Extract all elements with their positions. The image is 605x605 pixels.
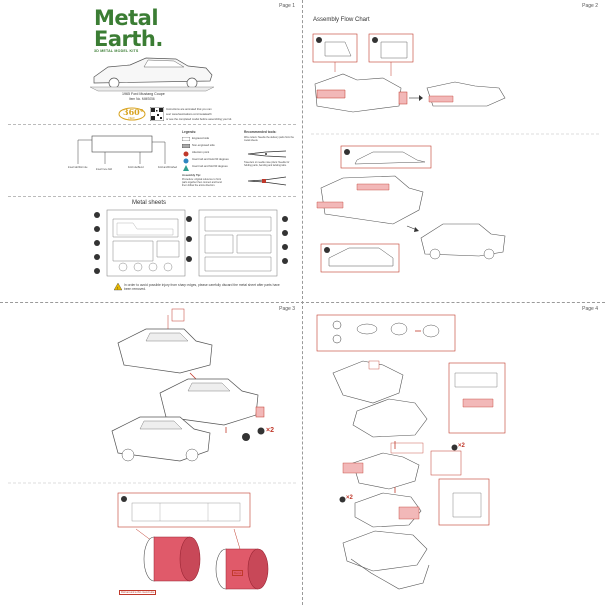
page-divider-horizontal — [0, 302, 605, 303]
wire-cutters-icon — [247, 150, 287, 158]
qr-code-icon[interactable] — [150, 107, 164, 121]
page-number: Page 1 — [279, 3, 295, 9]
step-badge-icon — [339, 496, 346, 503]
legend-item: Insert tab and fold 90 degrees — [192, 165, 228, 168]
cover-car-illustration — [89, 57, 215, 92]
bend-label: Bend — [232, 570, 244, 576]
page-1: Page 1 Metal Earth. 3D METAL MODEL KITS … — [0, 0, 302, 302]
qr-text-2: see! www.fascinations.com/metalearth — [166, 113, 212, 116]
diagram-label-2: Insert here fold — [96, 168, 112, 171]
brand-logo-line1: Metal — [94, 6, 159, 30]
engraved-side-icon — [182, 137, 190, 141]
legend-item: Non-engraved side — [192, 144, 215, 147]
page-number: Page 4 — [582, 306, 598, 312]
page-2: Page 2 Assembly Flow Chart — [303, 0, 605, 302]
view-360-badge: 360° VIEW — [118, 104, 146, 122]
brand-subtitle: 3D METAL MODEL KITS — [94, 49, 139, 53]
qr-text-3: or see the completed model before assemb… — [166, 118, 233, 121]
step-badge-icon — [257, 427, 265, 435]
fold-tab-icon — [183, 165, 189, 171]
safety-warning: In order to avoid possible injury from s… — [124, 283, 280, 291]
page-number: Page 2 — [582, 3, 598, 9]
flow-chart-title: Assembly Flow Chart — [313, 17, 370, 23]
metal-sheets-diagram — [94, 209, 288, 277]
quantity-label-2: ×2 — [346, 495, 353, 501]
page-number: Page 3 — [279, 306, 295, 312]
sheets-title: Metal sheets — [132, 200, 167, 206]
legend-item: Attention point — [192, 151, 210, 154]
pliers-icon — [247, 176, 287, 186]
diagram-label-4: Fold and/Finished — [158, 166, 178, 169]
rotate-360-icon — [118, 107, 146, 121]
page3-diagrams — [8, 308, 296, 590]
model-name: 1965 Ford Mustang Coupe — [122, 92, 165, 96]
tool-2-text: Tweezers or needle nose pliers: Needle f… — [244, 161, 290, 167]
attention-point-icon — [183, 151, 189, 157]
page4-diagrams — [316, 314, 506, 590]
diagram-label-3: Fold rule/Bend — [128, 166, 144, 169]
page-3: Page 3 ×2 Bend Roll around a thin r — [0, 303, 302, 605]
roll-label: Roll around a thin round tube — [119, 590, 157, 595]
tool-1-text: Wire cutters: Needle the delivery parts … — [244, 136, 294, 142]
divider — [8, 124, 296, 125]
quantity-label-1: ×2 — [458, 443, 465, 449]
brand-logo-line2: Earth. — [94, 27, 163, 51]
page-4: Page 4 ×2 ×2 — [303, 303, 605, 605]
flowchart-bottom — [316, 145, 506, 273]
legend-item: Insert tab and twist 90 degrees — [192, 158, 229, 161]
item-number: Item No. MMS056 — [129, 97, 155, 101]
svg-text:!: ! — [117, 285, 118, 290]
warning-icon: ! — [114, 283, 122, 290]
quantity-label: ×2 — [266, 427, 274, 434]
assembly-tip-text: Procedure: original reference to front p… — [182, 178, 222, 187]
flowchart-top — [311, 33, 599, 135]
twist-tab-icon — [183, 158, 189, 164]
legend-item: Engraved side — [192, 137, 210, 140]
divider — [8, 196, 296, 197]
step-badge-icon — [451, 444, 458, 451]
assembly-tip-title: Assembly Tip: — [182, 173, 202, 177]
non-engraved-side-icon — [182, 144, 190, 148]
legend-title: Legends: — [182, 130, 197, 134]
diagram-label-1: Insert tab/Slot rule — [68, 166, 88, 169]
bend-diagram — [77, 135, 166, 164]
tools-title: Recommended tools: — [244, 130, 277, 134]
qr-text-1: Instructions are animated that you can — [166, 108, 212, 111]
